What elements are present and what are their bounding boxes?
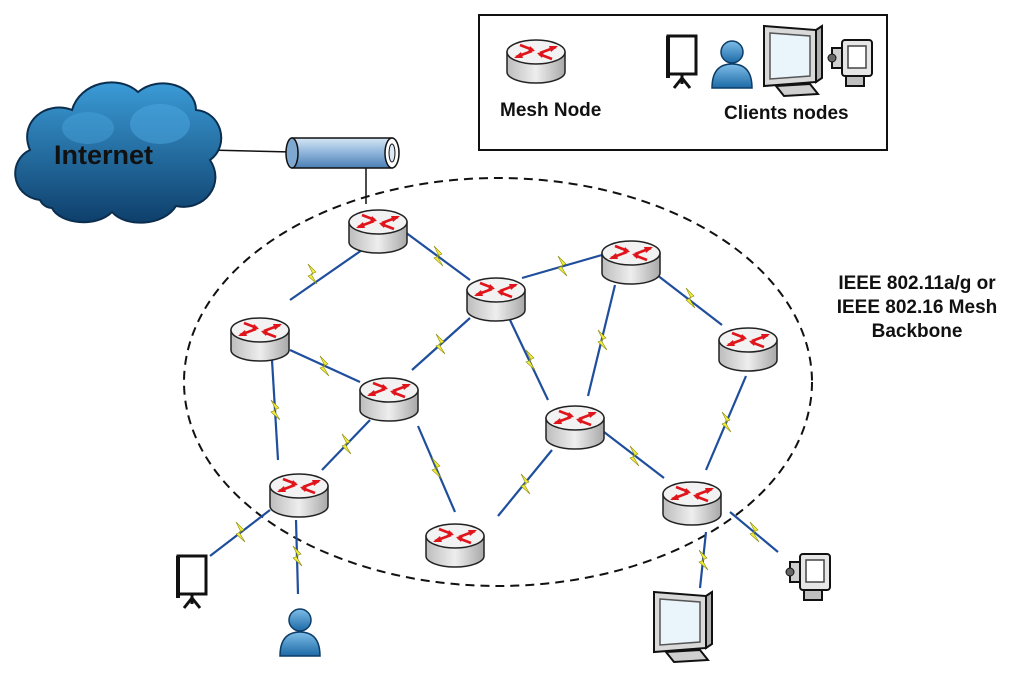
backbone-label: IEEE 802.11a/g or IEEE 802.16 Mesh Backb… — [812, 272, 1022, 344]
router-icon — [661, 480, 723, 527]
router-icon — [465, 276, 527, 323]
mesh-backbone-boundary — [183, 177, 813, 587]
router-icon — [347, 208, 409, 255]
router-icon — [229, 316, 291, 363]
backbone-label-line-2: IEEE 802.16 Mesh — [836, 297, 998, 318]
user-icon — [279, 608, 321, 657]
gateway-pipe-icon — [285, 137, 400, 169]
backbone-label-line-1: IEEE 802.11a/g or — [838, 273, 996, 294]
router-icon — [544, 404, 606, 451]
internet-label: Internet — [54, 140, 154, 170]
router-icon — [268, 472, 330, 519]
monitor-icon — [653, 591, 713, 663]
cloud-icon — [14, 81, 223, 224]
legend — [478, 14, 888, 151]
router-icon — [424, 522, 486, 569]
legend-clients-label: Clients nodes — [724, 103, 849, 124]
router-icon — [717, 326, 779, 373]
presentation-board-icon — [176, 554, 208, 610]
mesh-nodes — [229, 208, 779, 569]
video-camera-icon — [785, 553, 831, 601]
router-icon — [358, 376, 420, 423]
backbone-label-line-3: Backbone — [871, 321, 963, 342]
legend-mesh-node-label: Mesh Node — [500, 100, 602, 121]
router-icon — [600, 239, 662, 286]
wireless-links — [209, 231, 779, 595]
